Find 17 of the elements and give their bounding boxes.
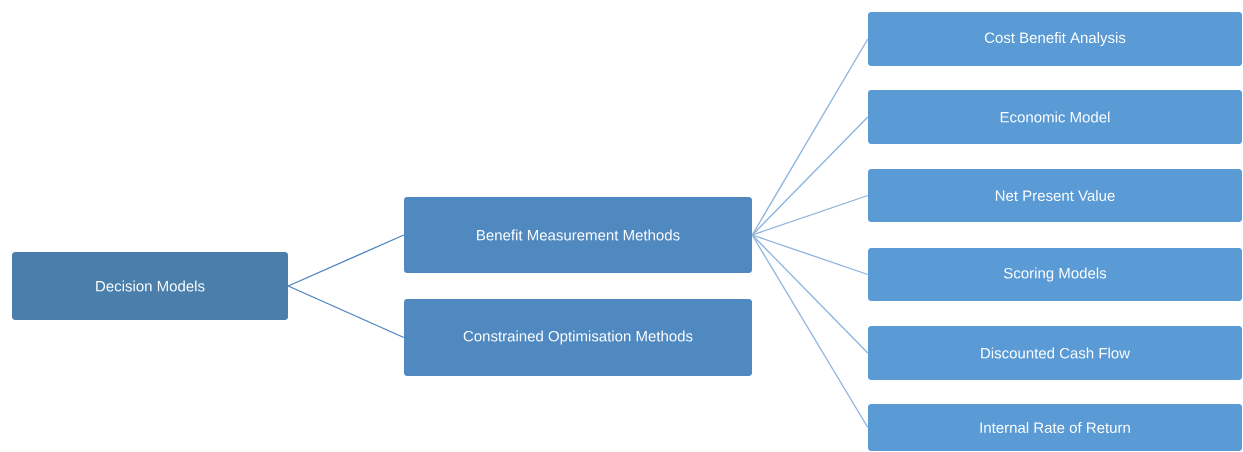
process-box: Benefit Measurement Methods (404, 197, 752, 273)
process-box: Cost Benefit Analysis (868, 12, 1242, 66)
connector-line (751, 116, 869, 236)
connector-line (287, 285, 405, 339)
process-box: Discounted Cash Flow (868, 326, 1242, 380)
process-box: Scoring Models (868, 248, 1242, 301)
process-box: Net Present Value (868, 169, 1242, 222)
connector-line (287, 234, 405, 287)
process-box: Economic Model (868, 90, 1242, 144)
connector-line (751, 194, 869, 236)
connector-line (751, 38, 869, 236)
connector-line (751, 234, 869, 354)
process-box: Decision Models (12, 252, 288, 320)
process-box: Internal Rate of Return (868, 404, 1242, 451)
process-box: Constrained Optimisation Methods (404, 299, 752, 376)
connector-line (751, 234, 869, 276)
connector-line (751, 234, 869, 429)
